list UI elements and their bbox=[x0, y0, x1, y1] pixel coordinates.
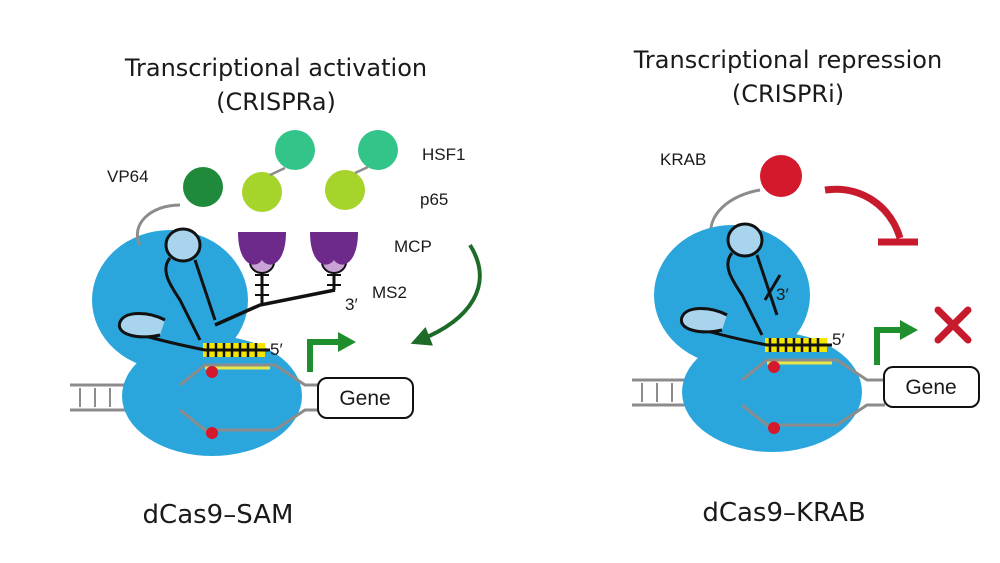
left-panel: Transcriptional activation (CRISPRa) bbox=[70, 54, 482, 530]
hsf1-label: HSF1 bbox=[422, 145, 465, 164]
blocked-x-icon bbox=[934, 306, 972, 344]
left-title-line1: Transcriptional activation bbox=[124, 54, 427, 82]
left-complex-name: dCas9–SAM bbox=[143, 500, 294, 530]
left-5prime-label: 5′ bbox=[270, 340, 283, 359]
vp64-domain bbox=[183, 167, 223, 207]
left-3prime-label: 3′ bbox=[345, 295, 358, 314]
left-effector-stack-2 bbox=[310, 130, 398, 290]
left-gene-box: Gene bbox=[317, 377, 414, 419]
mcp-label: MCP bbox=[394, 237, 432, 256]
right-gene-label: Gene bbox=[905, 376, 956, 399]
right-dna-strands bbox=[741, 358, 885, 434]
left-gene-label: Gene bbox=[339, 387, 390, 410]
left-dna-mark-top bbox=[206, 366, 218, 378]
krab-label: KRAB bbox=[660, 150, 706, 169]
repression-symbol bbox=[824, 185, 918, 246]
left-effector-stack-1 bbox=[238, 130, 315, 305]
right-guide-rna bbox=[679, 222, 832, 352]
right-gene-box: Gene bbox=[883, 366, 980, 408]
left-dna-mark-bottom bbox=[206, 427, 218, 439]
right-complex-name: dCas9–KRAB bbox=[702, 498, 865, 528]
right-3prime-label: 3′ bbox=[776, 285, 789, 304]
ms2-label: MS2 bbox=[372, 283, 407, 302]
krab-domain bbox=[760, 155, 802, 197]
right-dna-mark-top bbox=[768, 361, 780, 373]
right-title-line2: (CRISPRi) bbox=[732, 80, 844, 108]
p65-label: p65 bbox=[420, 190, 448, 209]
right-panel: Transcriptional repression (CRISPRi) KRA… bbox=[632, 46, 980, 528]
left-dna-strands bbox=[179, 363, 320, 439]
left-tss-arrow bbox=[307, 332, 356, 372]
left-guide-rna bbox=[117, 227, 336, 357]
vp64-label: VP64 bbox=[107, 167, 149, 186]
right-tss-arrow bbox=[874, 320, 918, 365]
left-vp64-linker bbox=[136, 203, 181, 246]
right-dna-mark-bottom bbox=[768, 422, 780, 434]
activation-curve-arrow bbox=[410, 243, 482, 346]
right-5prime-label: 5′ bbox=[832, 330, 845, 349]
left-title-line2: (CRISPRa) bbox=[216, 88, 336, 116]
right-title-line1: Transcriptional repression bbox=[633, 46, 942, 74]
